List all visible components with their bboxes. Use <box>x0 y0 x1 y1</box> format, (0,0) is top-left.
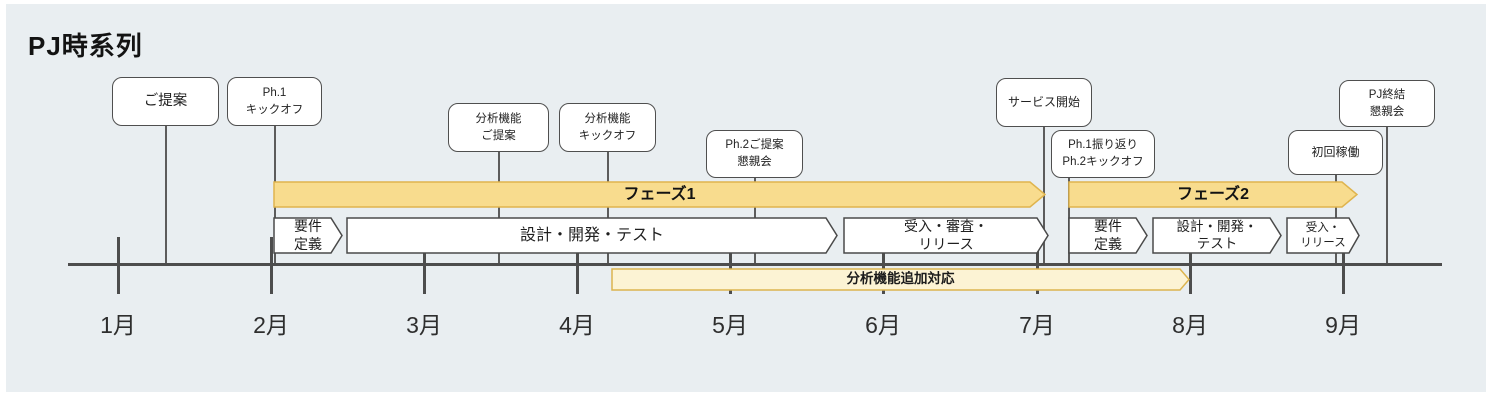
callout-proposal: ご提案 <box>112 77 219 126</box>
process-p2-release: 受入・リリース <box>1286 217 1360 254</box>
tick-jan <box>117 237 120 294</box>
month-label-jun: 6月 <box>865 312 901 338</box>
process-label: 設計・開発・テスト <box>519 226 664 244</box>
analysis-addon-band: 分析機能追加対応 <box>611 268 1190 291</box>
process-label: 受入・リリース <box>1300 222 1346 249</box>
tick-jul <box>1036 237 1039 294</box>
month-label-jul: 7月 <box>1019 312 1055 338</box>
phase1-label: フェーズ1 <box>623 185 696 203</box>
tick-feb <box>270 237 273 294</box>
callout-analysis-proposal: 分析機能ご提案 <box>448 103 549 152</box>
process-p1-development: 設計・開発・テスト <box>346 217 838 254</box>
phase1-arrow: フェーズ1 <box>273 181 1046 208</box>
tick-jun <box>882 237 885 294</box>
callout-first-operation: 初回稼働 <box>1288 130 1383 175</box>
analysis-addon-label: 分析機能追加対応 <box>846 271 955 287</box>
leader-proposal <box>165 125 167 264</box>
month-label-may: 5月 <box>712 312 748 338</box>
callout-pj-end-party: PJ終結懇親会 <box>1339 80 1435 127</box>
process-p1-requirements: 要件定義 <box>273 217 343 254</box>
process-p1-release: 受入・審査・リリース <box>843 217 1049 254</box>
timeline-panel: PJ時系列 1月 2月 3月 4月 5月 6月 7月 8月 9月 フェーズ1 フ… <box>6 4 1486 392</box>
tick-apr <box>576 237 579 294</box>
month-label-feb: 2月 <box>253 312 289 338</box>
month-label-sep: 9月 <box>1325 312 1361 338</box>
month-label-aug: 8月 <box>1172 312 1208 338</box>
month-label-jan: 1月 <box>100 312 136 338</box>
process-label: 要件定義 <box>294 218 322 252</box>
phase2-label: フェーズ2 <box>1176 185 1250 203</box>
timeline-axis <box>68 263 1442 266</box>
tick-sep <box>1342 237 1345 294</box>
process-p2-development: 設計・開発・テスト <box>1152 217 1282 254</box>
month-label-apr: 4月 <box>559 312 595 338</box>
tick-may <box>729 237 732 294</box>
callout-service-start: サービス開始 <box>996 78 1092 127</box>
leader-pj-end-party <box>1386 126 1388 264</box>
callout-analysis-kickoff: 分析機能キックオフ <box>559 103 656 152</box>
page-title: PJ時系列 <box>28 31 143 61</box>
callout-ph2-proposal-party: Ph.2ご提案懇親会 <box>706 130 803 178</box>
tick-mar <box>423 237 426 294</box>
process-label: 受入・審査・リリース <box>904 218 988 252</box>
month-label-mar: 3月 <box>406 312 442 338</box>
process-p2-requirements: 要件定義 <box>1068 217 1148 254</box>
process-label: 設計・開発・テスト <box>1176 218 1258 251</box>
tick-aug <box>1189 237 1192 294</box>
process-label: 要件定義 <box>1094 218 1122 252</box>
phase2-arrow: フェーズ2 <box>1068 181 1358 208</box>
